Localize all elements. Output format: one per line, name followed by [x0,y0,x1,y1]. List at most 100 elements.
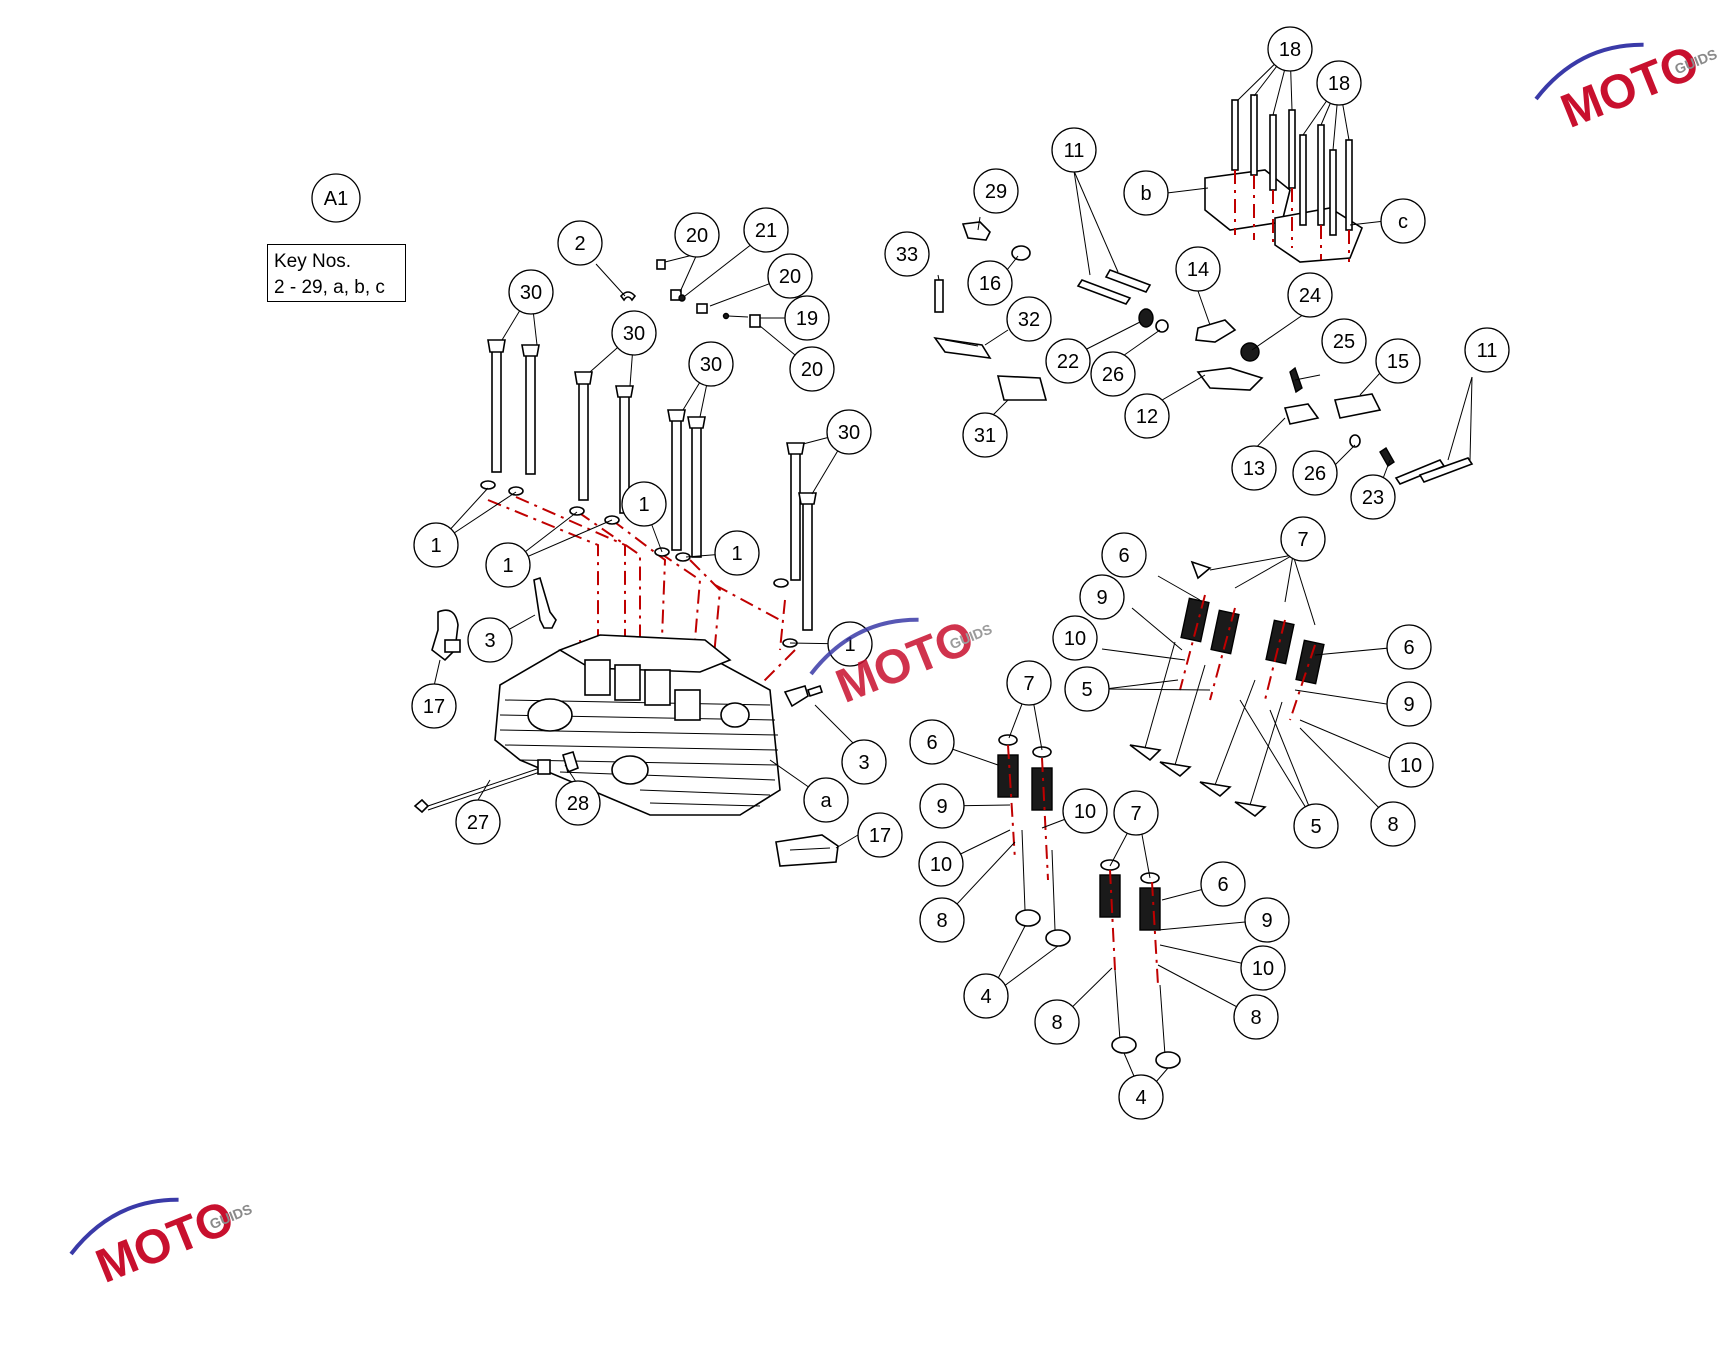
callout-4: 4 [963,973,1009,1019]
svg-text:31: 31 [974,425,996,447]
callout-19: 19 [784,295,830,341]
callout-7: 7 [1113,790,1159,836]
callout-20: 20 [767,253,813,299]
svg-text:4: 4 [1135,1087,1146,1109]
watermark-logo-top-right: MOTO GUIDS [1534,36,1719,139]
callout-24: 24 [1287,272,1333,318]
callout-22: 22 [1045,338,1091,384]
svg-text:11: 11 [1477,340,1498,362]
callout-25: 25 [1321,318,1367,364]
callout-11: 11 [1051,127,1097,173]
svg-text:9: 9 [1096,587,1107,609]
svg-text:10: 10 [930,854,952,876]
callout-30: 30 [611,310,657,356]
key-numbers-box: Key Nos. 2 - 29, a, b, c [267,244,406,302]
callout-3: 3 [467,617,513,663]
svg-text:10: 10 [1252,958,1274,980]
svg-text:22: 22 [1057,351,1079,373]
svg-text:9: 9 [1261,910,1272,932]
svg-text:5: 5 [1310,816,1321,838]
callout-20: 20 [789,346,835,392]
spark-plugs-3 [533,576,824,708]
svg-text:6: 6 [1118,545,1129,567]
svg-text:3: 3 [484,630,495,652]
svg-text:16: 16 [979,273,1001,295]
svg-text:20: 20 [801,359,823,381]
callout-a: a [803,777,849,823]
svg-text:29: 29 [985,181,1007,203]
leader-lines [433,48,1473,1098]
rocker-housings-b-c [1204,169,1363,263]
svg-text:1: 1 [502,555,513,577]
callout-c: c [1380,198,1426,244]
svg-text:15: 15 [1387,351,1409,373]
svg-text:18: 18 [1279,39,1301,61]
callout-17: 17 [411,683,457,729]
cylinder-head-a [494,634,781,816]
callout-5: 5 [1064,666,1110,712]
callout-8: 8 [1370,801,1416,847]
watermark-brand: MOTO [1554,36,1707,139]
svg-text:20: 20 [686,225,708,247]
valves-lower-center [1099,859,1181,1069]
callout-6: 6 [1386,624,1432,670]
swoosh-icon [1534,42,1644,101]
svg-text:9: 9 [1403,694,1414,716]
callout-2: 2 [557,220,603,266]
callout-9: 9 [1079,574,1125,620]
callout-29: 29 [973,168,1019,214]
valves-upper-right [1129,560,1325,818]
callout-16: 16 [967,260,1013,306]
svg-text:14: 14 [1187,259,1209,281]
callout-b: b [1123,170,1169,216]
callout-7: 7 [1280,516,1326,562]
clips-17 [431,609,839,867]
callout-20: 20 [674,212,720,258]
callout-1: 1 [413,522,459,568]
head-bolts-30 [487,339,817,631]
callout-6: 6 [1101,532,1147,578]
callout-26: 26 [1090,351,1136,397]
callout-10: 10 [1388,742,1434,788]
callout-4: 4 [1118,1074,1164,1120]
callout-1: 1 [485,542,531,588]
svg-text:A1: A1 [324,188,348,210]
svg-text:9: 9 [936,796,947,818]
callout-30: 30 [688,341,734,387]
rocker-shafts-11 [1076,269,1474,485]
callout-6: 6 [909,719,955,765]
svg-text:30: 30 [520,282,542,304]
svg-text:4: 4 [980,986,991,1008]
swoosh-icon [809,617,919,676]
callout-30: 30 [826,409,872,455]
callout-7: 7 [1006,660,1052,706]
svg-text:30: 30 [623,323,645,345]
svg-text:8: 8 [1250,1007,1261,1029]
callout-11: 11 [1464,327,1510,373]
rockers-and-springs [1138,308,1395,467]
callout-1: 1 [621,481,667,527]
svg-text:3: 3 [858,752,869,774]
svg-text:6: 6 [1403,637,1414,659]
svg-text:5: 5 [1081,679,1092,701]
swoosh-icon [69,1197,179,1256]
callout-13: 13 [1231,445,1277,491]
svg-text:12: 12 [1136,406,1158,428]
svg-text:13: 13 [1243,458,1265,480]
svg-text:8: 8 [1387,814,1398,836]
callout-8: 8 [919,897,965,943]
callout-31: 31 [962,412,1008,458]
washers-1 [480,480,798,648]
svg-text:6: 6 [926,732,937,754]
callout-23: 23 [1350,474,1396,520]
svg-text:1: 1 [731,543,742,565]
svg-text:17: 17 [869,825,891,847]
callout-18: 18 [1316,60,1362,106]
svg-text:23: 23 [1362,487,1384,509]
callout-10: 10 [1062,788,1108,834]
upper-center-parts [933,221,1048,401]
svg-text:7: 7 [1297,529,1308,551]
svg-text:30: 30 [700,354,722,376]
